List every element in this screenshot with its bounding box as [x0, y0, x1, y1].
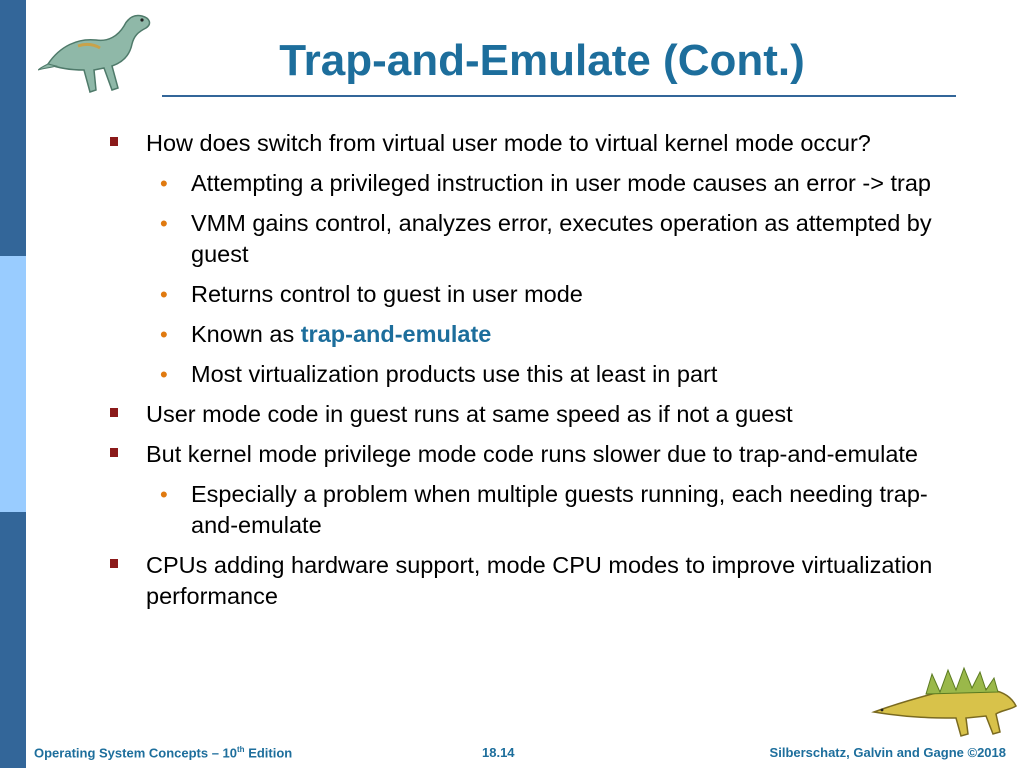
bullet-text: Attempting a privileged instruction in u…: [191, 170, 931, 196]
bullet-text: CPUs adding hardware support, mode CPU m…: [146, 552, 933, 609]
square-bullet-icon: [110, 137, 118, 146]
dinosaur-icon: [38, 14, 151, 93]
title-divider: [162, 95, 956, 97]
sub-bullet-item: • Returns control to guest in user mode: [108, 279, 948, 310]
dot-bullet-icon: •: [160, 282, 168, 307]
slide-title: Trap-and-Emulate (Cont.): [279, 36, 805, 85]
side-accent-bar: [0, 0, 26, 768]
sub-bullet-item: • Especially a problem when multiple gue…: [108, 479, 948, 541]
bullet-text: How does switch from virtual user mode t…: [146, 130, 871, 156]
dot-bullet-icon: •: [160, 362, 168, 387]
bullet-text: But kernel mode privilege mode code runs…: [146, 441, 919, 467]
dot-bullet-icon: •: [160, 482, 168, 507]
bullet-item: CPUs adding hardware support, mode CPU m…: [108, 550, 948, 612]
dot-bullet-icon: •: [160, 322, 168, 347]
bullet-text: Most virtualization products use this at…: [191, 361, 718, 387]
bullet-text: User mode code in guest runs at same spe…: [146, 401, 793, 427]
footer-copyright: Silberschatz, Galvin and Gagne ©2018: [769, 745, 1006, 760]
bullet-item: How does switch from virtual user mode t…: [108, 128, 948, 159]
side-bar-segment-middle: [0, 256, 26, 512]
side-bar-segment-bottom: [0, 512, 26, 768]
dot-bullet-icon: •: [160, 171, 168, 196]
side-bar-segment-top: [0, 0, 26, 256]
bullet-text: Returns control to guest in user mode: [191, 281, 583, 307]
bullet-text: Known as: [191, 321, 301, 347]
sub-bullet-item: • Most virtualization products use this …: [108, 359, 948, 390]
square-bullet-icon: [110, 559, 118, 568]
dot-bullet-icon: •: [160, 211, 168, 236]
bullet-text: Especially a problem when multiple guest…: [191, 481, 928, 538]
square-bullet-icon: [110, 448, 118, 457]
bullet-item: User mode code in guest runs at same spe…: [108, 399, 948, 430]
stegosaurus-icon: [871, 666, 1017, 737]
sub-bullet-item: • VMM gains control, analyzes error, exe…: [108, 208, 948, 270]
sub-bullet-item: • Attempting a privileged instruction in…: [108, 168, 948, 199]
bullet-text: VMM gains control, analyzes error, execu…: [191, 210, 932, 267]
bullet-item: But kernel mode privilege mode code runs…: [108, 439, 948, 470]
bullet-list: How does switch from virtual user mode t…: [108, 128, 948, 621]
footer-book-title: Operating System Concepts – 10th Edition: [34, 745, 293, 761]
square-bullet-icon: [110, 408, 118, 417]
highlighted-term: trap-and-emulate: [300, 321, 492, 347]
sub-bullet-item: • Known as trap-and-emulate: [108, 319, 948, 350]
footer-page-number: 18.14: [482, 745, 515, 760]
